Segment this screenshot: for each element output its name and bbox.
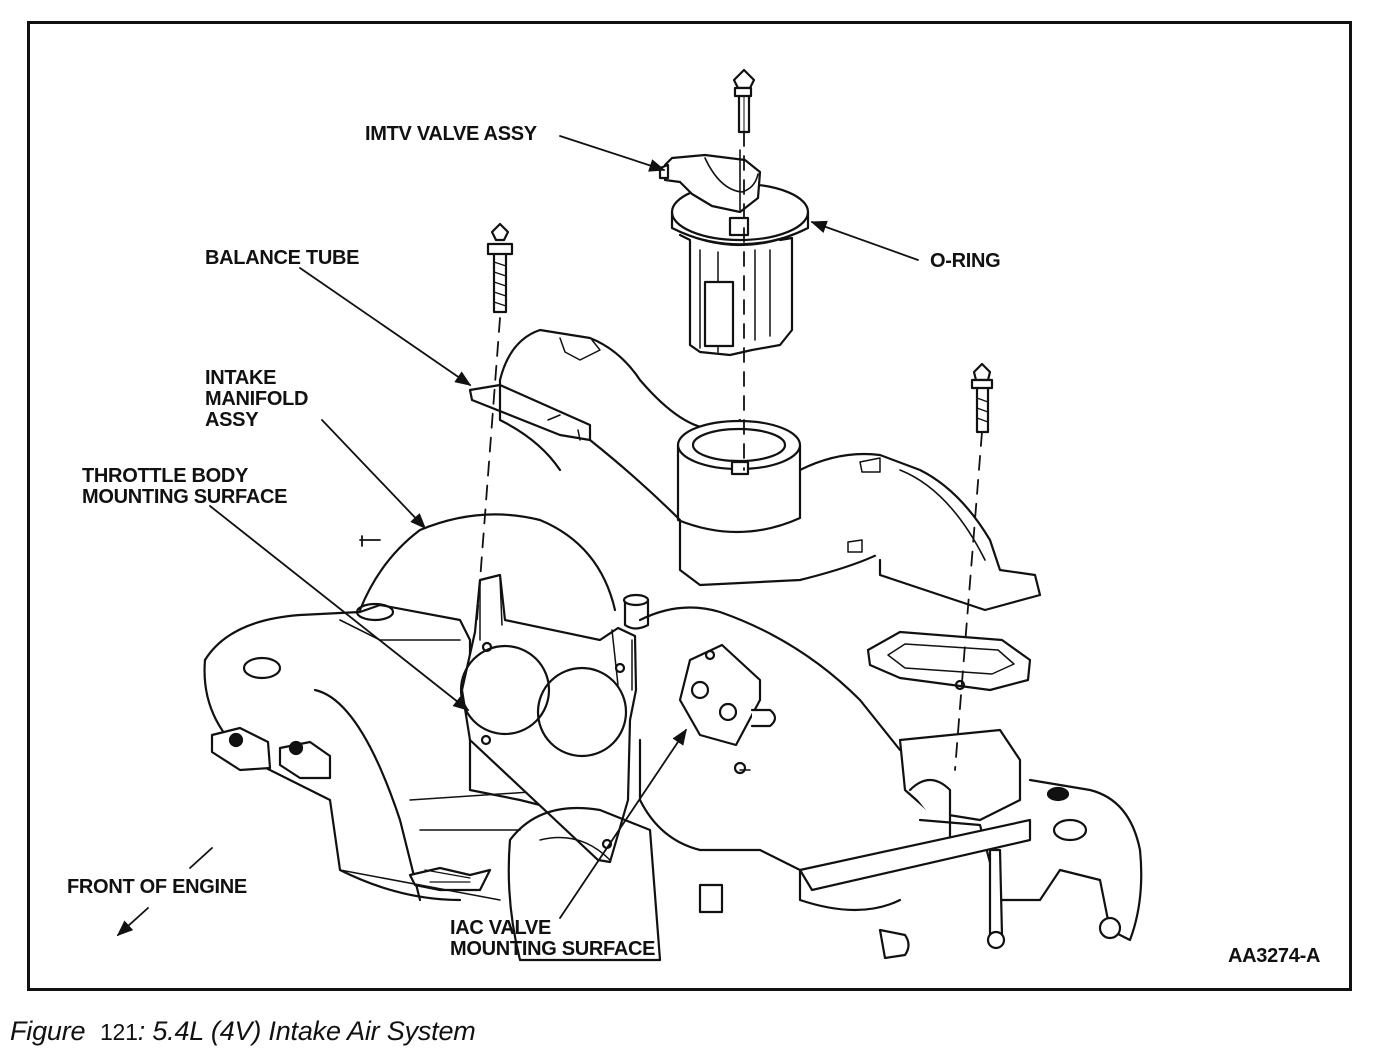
front-of-engine-label: FRONT OF ENGINE bbox=[67, 876, 247, 898]
imtv-port-collar bbox=[676, 419, 802, 534]
caption-number: 121 bbox=[99, 1019, 138, 1045]
intake-manifold-assy bbox=[203, 513, 1143, 962]
imtv-bolt bbox=[732, 68, 756, 134]
throttle-body-leader bbox=[209, 505, 470, 712]
imtv-valve-label: IMTV VALVE ASSY bbox=[365, 123, 537, 145]
figure-caption: Figure 121: 5.4L (4V) Intake Air System bbox=[10, 1016, 476, 1047]
front-of-engine-arrow-upper bbox=[189, 847, 213, 869]
figure-frame bbox=[27, 21, 1352, 991]
front-of-engine-arrow-lower bbox=[116, 907, 149, 937]
iac-valve-leader bbox=[559, 728, 687, 919]
caption-prefix: Figure bbox=[10, 1016, 86, 1046]
balance-tube bbox=[468, 328, 1042, 612]
balance-tube-leader bbox=[299, 267, 472, 386]
balance-tube-stud bbox=[486, 222, 514, 314]
right-bolt bbox=[970, 362, 994, 434]
leader-lines bbox=[116, 135, 919, 937]
o-ring-label: O-RING bbox=[930, 250, 1001, 272]
imtv-valve-assembly bbox=[658, 149, 810, 357]
balance-tube-label: BALANCE TUBE bbox=[205, 247, 360, 269]
imtv-leader bbox=[559, 135, 666, 172]
o-ring-leader bbox=[810, 220, 919, 261]
iac-valve-label: IAC VALVE MOUNTING SURFACE bbox=[450, 917, 656, 960]
intake-manifold-leader bbox=[321, 419, 427, 530]
caption-text: : 5.4L (4V) Intake Air System bbox=[137, 1016, 476, 1046]
throttle-body-label: THROTTLE BODY MOUNTING SURFACE bbox=[82, 465, 288, 508]
assembly-guides bbox=[476, 131, 983, 771]
intake-manifold-label: INTAKE MANIFOLD ASSY bbox=[205, 367, 309, 431]
drawing-code-label: AA3274-A bbox=[1228, 945, 1321, 967]
right-gasket bbox=[866, 630, 1032, 692]
